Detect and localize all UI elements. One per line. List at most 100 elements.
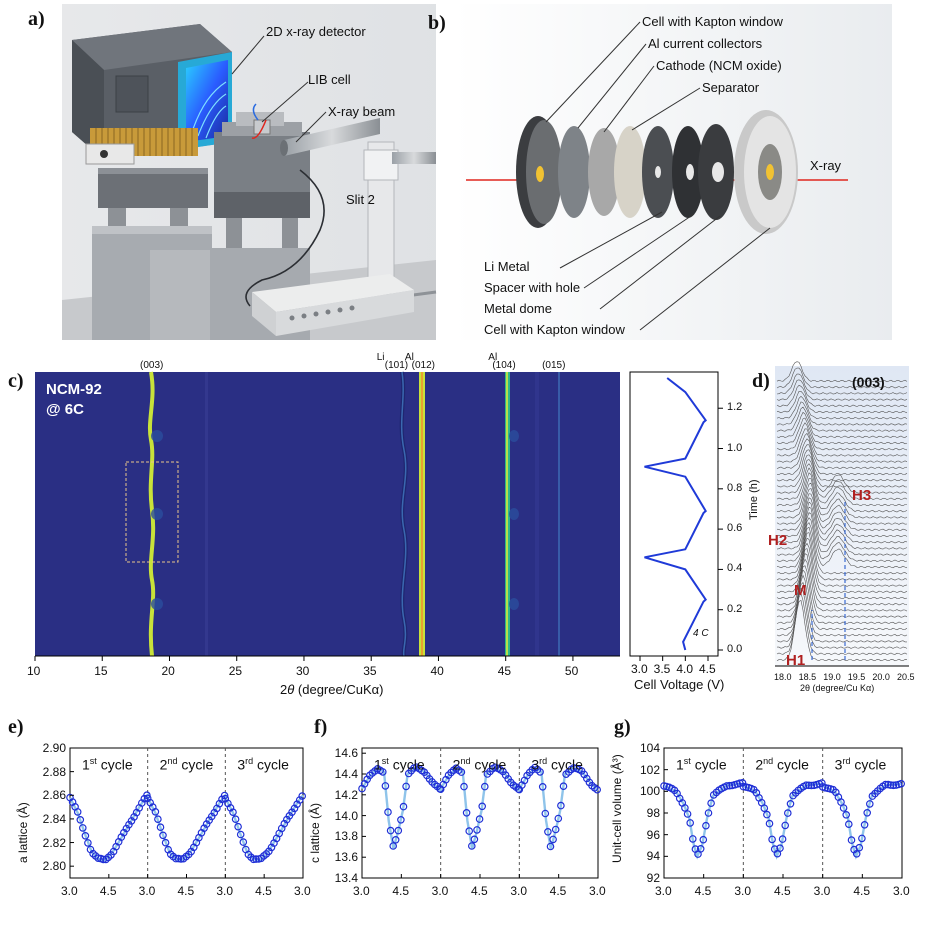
- x-tick-label: 4.5: [471, 884, 488, 898]
- data-point: [699, 835, 708, 844]
- data-point: [460, 782, 468, 791]
- data-point: [722, 782, 731, 790]
- data-point: [394, 826, 403, 835]
- data-point: [778, 835, 787, 843]
- volt-x-tick-label: 4.0: [676, 662, 694, 676]
- cycle-number: 1: [374, 756, 382, 773]
- callout-li-metal: Li Metal: [484, 259, 530, 274]
- waterfall-trace: [776, 459, 908, 494]
- c-x-tick-label: 20: [161, 664, 175, 678]
- waterfall-trace: [776, 599, 908, 662]
- x-tick-label: 4.5: [853, 884, 871, 898]
- data-point: [804, 781, 813, 790]
- data-point: [681, 804, 689, 812]
- data-point: [551, 825, 560, 834]
- data-point: [159, 831, 167, 840]
- data-point: [399, 802, 408, 811]
- data-point: [470, 835, 479, 844]
- waterfall-trace: [776, 428, 908, 457]
- data-point: [839, 804, 848, 812]
- cycle-ordinal: nd: [763, 756, 774, 766]
- y-axis-label: Unit-cell volume (Å³): [610, 754, 624, 863]
- d-x-tick-label: 19.5: [847, 672, 866, 682]
- panel-g-plot: [660, 747, 906, 879]
- cycle-word: cycle: [96, 756, 133, 773]
- data-point: [172, 854, 180, 863]
- data-point: [480, 782, 489, 791]
- c-x-tick-label: 15: [94, 664, 108, 678]
- c-x-tick-label: 50: [564, 664, 579, 678]
- y-tick-label: 14.4: [334, 767, 358, 781]
- callout-xray: X-ray: [810, 158, 842, 173]
- y-tick-label: 13.8: [334, 829, 358, 844]
- y-tick-label: 2.90: [42, 741, 66, 755]
- data-point: [389, 842, 398, 850]
- cycle-number: 2: [159, 756, 168, 773]
- cycle-word: cycle: [253, 756, 289, 773]
- cycle-ordinal: st: [89, 756, 97, 766]
- data-point: [249, 855, 258, 864]
- d-x-tick-label: 18.0: [774, 672, 792, 682]
- waterfall-trace: [776, 454, 908, 488]
- data-point: [760, 804, 769, 813]
- waterfall-trace: [776, 361, 908, 383]
- cycle-number: 1: [82, 756, 90, 773]
- panel-c-x-axis: [34, 655, 620, 661]
- data-point: [231, 815, 240, 824]
- waterfall-trace: [776, 522, 908, 575]
- data-point: [478, 802, 487, 811]
- fit-line: [68, 791, 304, 862]
- peak-label: (015): [542, 360, 566, 371]
- data-point: [229, 808, 237, 817]
- time-tick-label: 0.0: [727, 643, 743, 655]
- cycle-ordinal: rd: [842, 756, 851, 766]
- time-tick-label: 1.0: [727, 441, 743, 454]
- data-point: [860, 820, 869, 829]
- y-tick-label: 98: [646, 806, 660, 820]
- waterfall-trace: [776, 395, 908, 420]
- panel-e-plot: [66, 747, 307, 879]
- panel-a-label: a): [28, 8, 45, 30]
- cycle-number: 3: [531, 756, 540, 773]
- x-tick-label: 3.0: [813, 884, 831, 898]
- data-point: [881, 780, 890, 789]
- waterfall-trace: [776, 467, 907, 507]
- data-point: [79, 824, 87, 832]
- data-point: [381, 782, 390, 790]
- peak-label: Li: [376, 352, 385, 363]
- waterfall-trace: [776, 493, 908, 538]
- x-tick-label: 4.5: [99, 884, 117, 898]
- waterfall-trace: [776, 537, 908, 593]
- xlabel-theta: θ: [287, 682, 295, 697]
- data-point: [154, 815, 162, 824]
- data-point: [541, 809, 550, 818]
- time-tick-label: 1.2: [727, 401, 743, 414]
- data-point: [557, 801, 565, 810]
- waterfall-trace: [776, 444, 908, 476]
- data-point: [781, 821, 790, 830]
- data-point: [252, 855, 260, 863]
- callout-metal-dome: Metal dome: [484, 301, 552, 316]
- data-point: [696, 844, 705, 853]
- data-point: [842, 810, 851, 819]
- data-point: [776, 844, 784, 853]
- y-tick-label: 2.86: [42, 788, 66, 803]
- data-point: [707, 799, 715, 808]
- data-point: [768, 835, 776, 844]
- y-tick-label: 92: [646, 871, 660, 885]
- y-tick-label: 2.80: [42, 859, 66, 874]
- x-tick-label: 3.0: [353, 884, 370, 898]
- waterfall-trace: [776, 592, 908, 655]
- data-point: [725, 781, 734, 790]
- y-tick-label: 100: [639, 784, 660, 799]
- callout-spacer: Spacer with hole: [484, 280, 581, 295]
- data-point: [220, 791, 229, 800]
- time-tick-label: 0.6: [727, 522, 743, 535]
- xlabel-prefix: 2: [280, 682, 288, 697]
- cycle-word: cycle: [773, 756, 809, 773]
- c-x-tick-label: 25: [228, 664, 243, 678]
- data-point: [807, 781, 816, 790]
- x-tick-label: 4.5: [255, 884, 272, 898]
- data-point: [161, 838, 170, 847]
